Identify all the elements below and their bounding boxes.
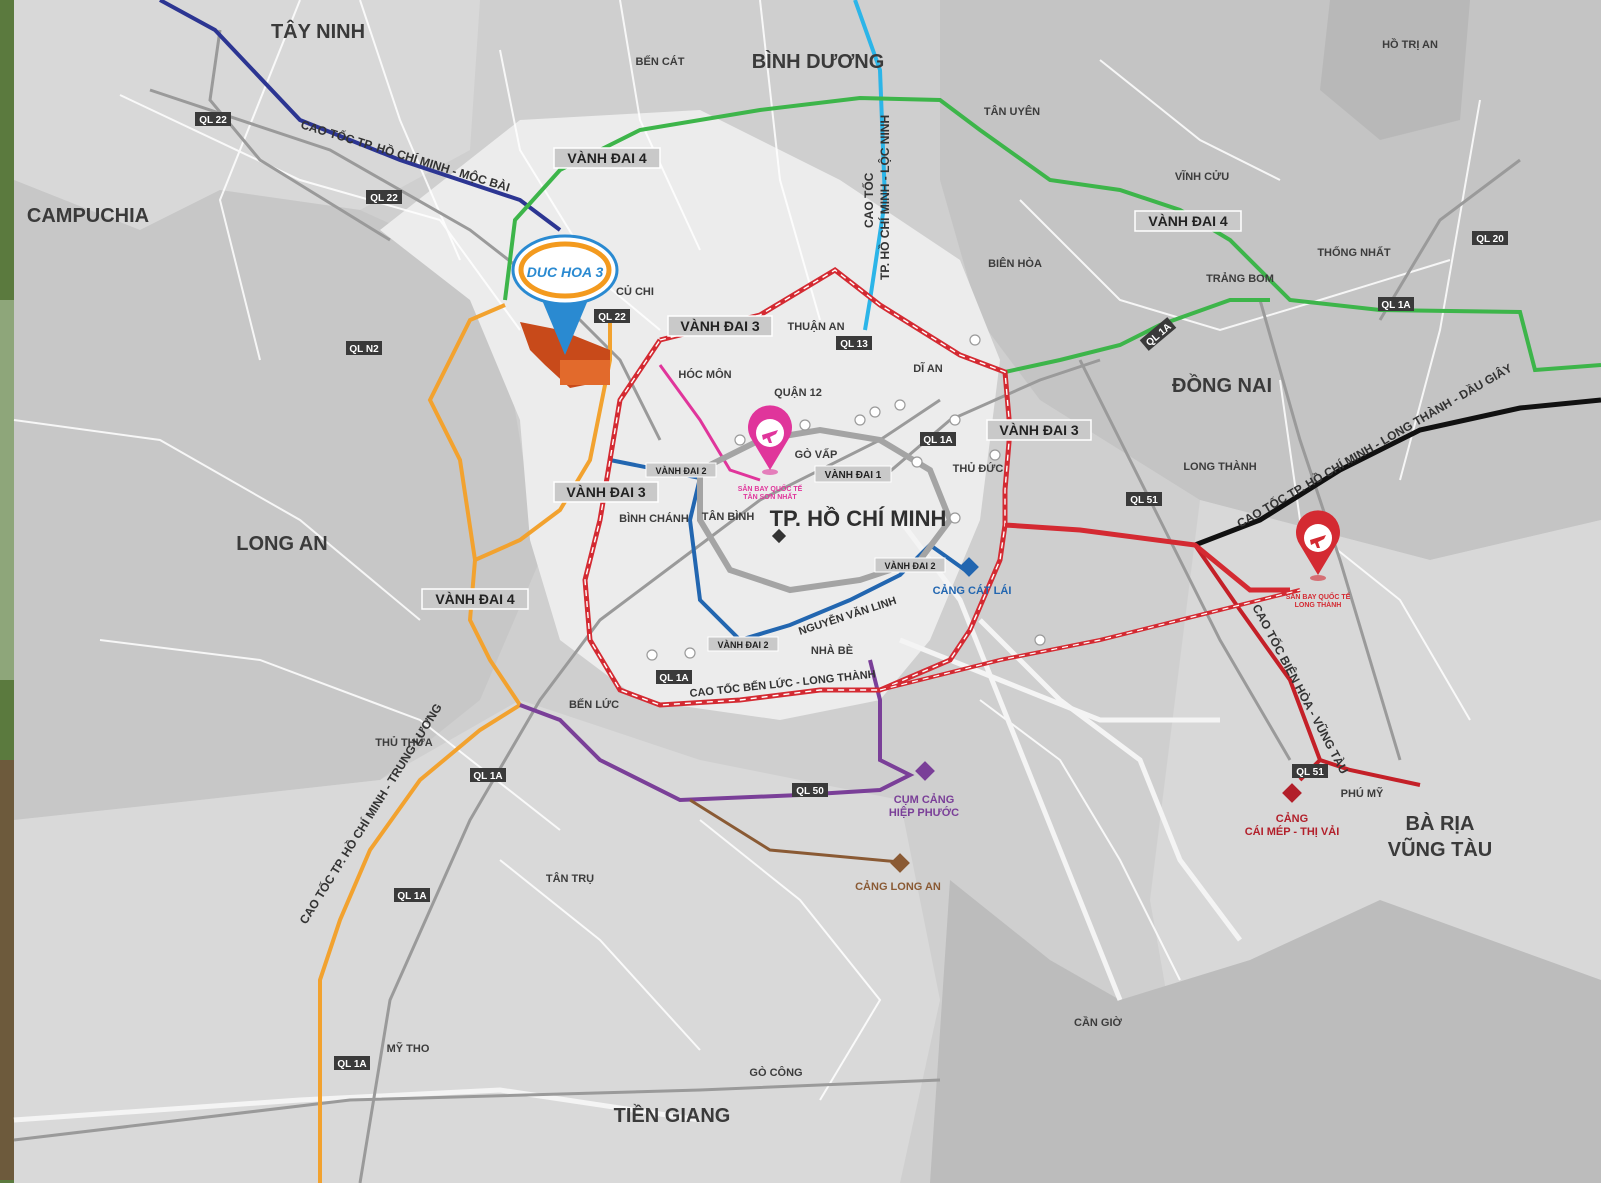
label-trang-bom: TRẢNG BOM — [1206, 272, 1274, 285]
tag-ql22-b: QL 22 — [370, 193, 398, 204]
tag-ql20: QL 20 — [1476, 234, 1504, 245]
tag-vanh-dai-1: VÀNH ĐAI 1 — [825, 468, 882, 481]
tan-son-nhat-airport-icon — [748, 405, 792, 475]
label-vinh-cuu: VĨNH CỬU — [1175, 170, 1229, 183]
label-hiep-phuoc-2: HIỆP PHƯỚC — [889, 806, 959, 819]
tag-ql50: QL 50 — [796, 786, 824, 797]
cai-mep-port-icon — [1282, 783, 1302, 803]
long-an-port-icon — [890, 853, 910, 873]
tag-ql1a-b: QL 1A — [659, 673, 688, 684]
tag-ql1a-c: QL 1A — [473, 771, 502, 782]
label-go-vap: GÒ VẤP — [795, 448, 838, 461]
tag-ql51-b: QL 51 — [1296, 767, 1324, 778]
label-long-thanh-airport-2: LONG THÀNH — [1295, 600, 1342, 609]
tag-vanh-dai-2-b: VÀNH ĐAI 2 — [884, 561, 935, 571]
tag-ql22-a: QL 22 — [199, 115, 227, 126]
tag-ql1a-e: QL 1A — [337, 1059, 366, 1070]
tag-ql51-a: QL 51 — [1130, 495, 1158, 506]
label-go-cong: GÒ CÔNG — [749, 1066, 802, 1079]
label-hiep-phuoc-1: CỤM CẢNG — [894, 793, 955, 806]
label-cang-long-an: CẢNG LONG AN — [855, 880, 941, 893]
tag-vanh-dai-4-c: VÀNH ĐAI 4 — [435, 591, 515, 607]
label-cai-mep-1: CẢNG — [1276, 812, 1308, 825]
label-long-thanh-airport-1: SÂN BAY QUỐC TẾ — [1286, 591, 1351, 601]
tag-vanh-dai-4-b: VÀNH ĐAI 4 — [1148, 213, 1228, 229]
tag-vanh-dai-3-c: VÀNH ĐAI 3 — [566, 484, 646, 500]
tag-ql22-c: QL 22 — [598, 312, 626, 323]
label-quan-12: QUẬN 12 — [774, 386, 822, 399]
label-thu-duc: THỦ ĐỨC — [953, 462, 1004, 475]
label-tan-son-nhat-2: TÂN SƠN NHẤT — [743, 491, 797, 501]
long-thanh-airport-icon — [1296, 510, 1341, 581]
duc-hoa-3-logo-text: DUC HOA 3 — [527, 264, 604, 280]
label-tan-uyen: TÂN UYÊN — [984, 105, 1040, 118]
cat-lai-port-icon — [959, 557, 979, 577]
hiep-phuoc-port-icon — [915, 761, 935, 781]
tag-vanh-dai-2-a: VÀNH ĐAI 2 — [655, 466, 706, 476]
label-phu-my: PHÚ MỸ — [1341, 787, 1384, 800]
label-hoc-mon: HÓC MÔN — [678, 368, 731, 381]
label-hcm-city: TP. HỒ CHÍ MINH — [770, 506, 947, 531]
label-cai-mep-2: CÁI MÉP - THỊ VẢI — [1245, 825, 1340, 838]
label-ben-luc: BẾN LỨC — [569, 698, 619, 711]
label-binh-duong: BÌNH DƯƠNG — [752, 50, 885, 73]
label-thong-nhat: THỐNG NHẤT — [1317, 245, 1391, 259]
tag-vanh-dai-3-a: VÀNH ĐAI 3 — [680, 318, 760, 334]
tag-ql1a-f: QL 1A — [1381, 300, 1410, 311]
label-cu-chi: CỦ CHI — [616, 285, 654, 298]
label-tan-binh: TÂN BÌNH — [702, 510, 755, 523]
label-tan-son-nhat-1: SÂN BAY QUỐC TẾ — [738, 483, 803, 493]
tag-ql1a-d: QL 1A — [397, 891, 426, 902]
tag-ql13: QL 13 — [840, 339, 868, 350]
label-vung-tau: VŨNG TÀU — [1388, 837, 1492, 861]
label-campuchia: CAMPUCHIA — [27, 205, 149, 227]
label-cao-toc-loc-ninh-2: TP. HỒ CHÍ MINH - LỘC NINH — [877, 115, 892, 280]
label-thu-thua: THỦ THỪA — [375, 736, 432, 749]
tag-vanh-dai-2-c: VÀNH ĐAI 2 — [717, 640, 768, 650]
label-nha-be: NHÀ BÈ — [811, 644, 853, 657]
label-ben-cat: BẾN CÁT — [636, 55, 685, 68]
label-tien-giang: TIỀN GIANG — [614, 1104, 731, 1127]
label-long-thanh: LONG THÀNH — [1183, 460, 1256, 473]
label-tan-tru: TÂN TRỤ — [546, 872, 594, 885]
label-thuan-an: THUẬN AN — [787, 320, 844, 333]
tag-vanh-dai-4-a: VÀNH ĐAI 4 — [567, 150, 647, 166]
tag-qln2: QL N2 — [349, 344, 379, 355]
label-ho-tri-an: HỒ TRỊ AN — [1382, 38, 1438, 51]
city-center-icon — [771, 528, 787, 544]
label-my-tho: MỸ THO — [387, 1042, 430, 1055]
label-can-gio: CẦN GIỜ — [1074, 1016, 1123, 1029]
label-cang-cat-lai: CẢNG CÁT LÁI — [933, 584, 1012, 597]
label-tay-ninh: TÂY NINH — [271, 19, 365, 43]
label-binh-chanh: BÌNH CHÁNH — [619, 512, 689, 525]
label-long-an: LONG AN — [236, 533, 327, 555]
tag-vanh-dai-3-b: VÀNH ĐAI 3 — [999, 422, 1079, 438]
label-di-an: DĨ AN — [913, 362, 943, 375]
label-dong-nai: ĐỒNG NAI — [1172, 373, 1272, 397]
duc-hoa-3-logo-pin: DUC HOA 3 — [511, 234, 619, 355]
label-bien-hoa: BIÊN HÒA — [988, 257, 1042, 270]
label-ba-ria: BÀ RỊA — [1406, 812, 1475, 835]
label-cao-toc-loc-ninh-1: CAO TỐC — [861, 172, 876, 228]
tag-ql1a-a: QL 1A — [923, 435, 952, 446]
